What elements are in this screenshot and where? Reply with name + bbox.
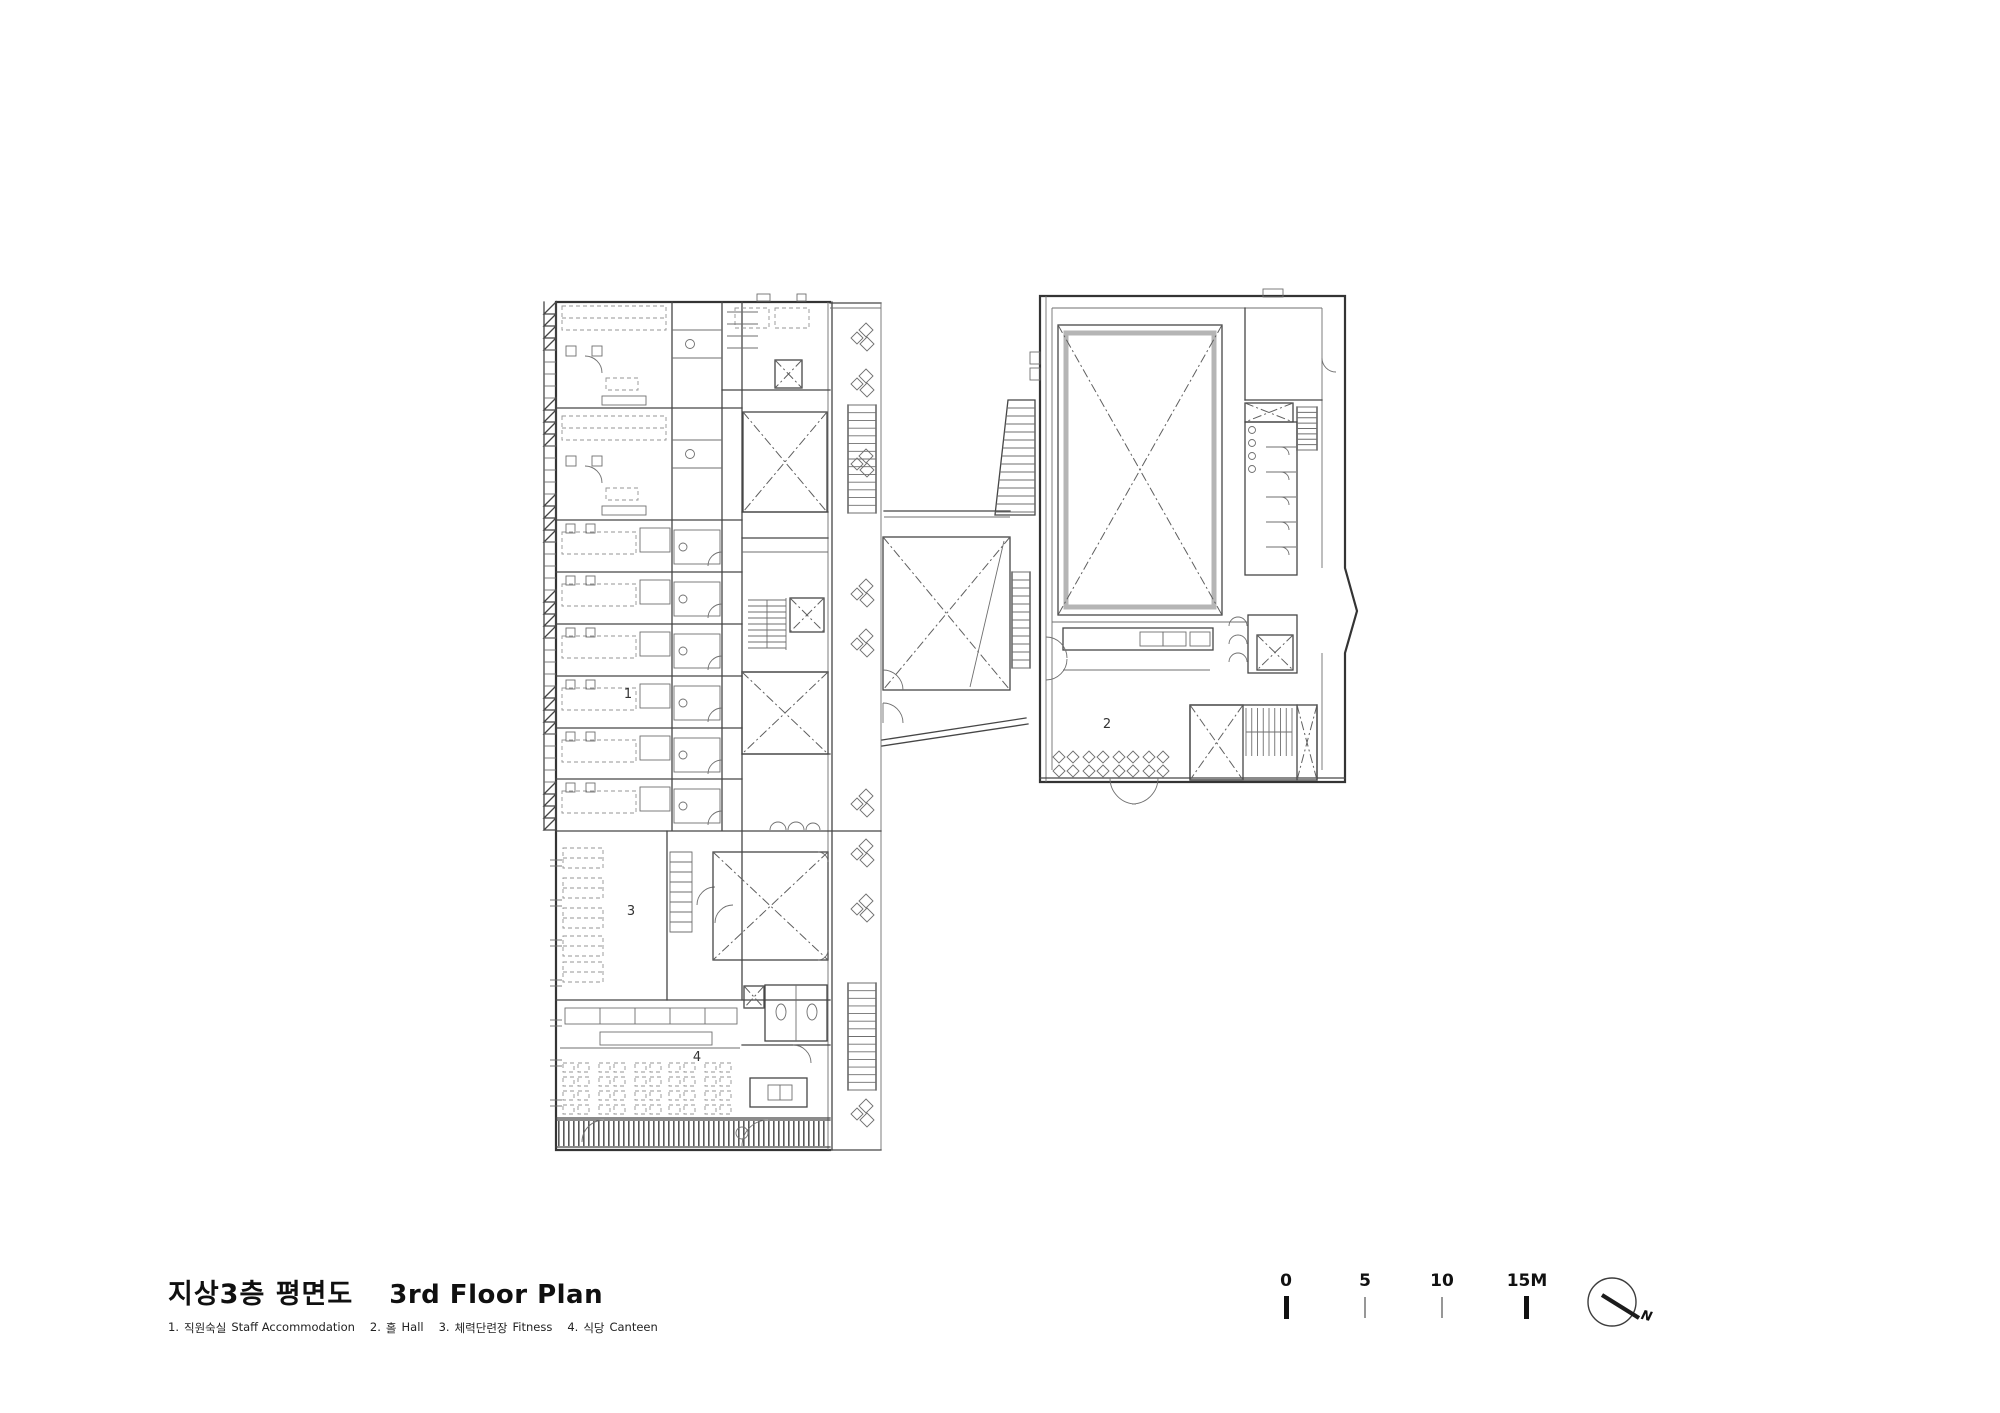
north-arrow-circle [1587, 1277, 1637, 1327]
scale-label-10: 10 [1430, 1271, 1454, 1291]
scale-tick-10 [1441, 1297, 1443, 1318]
room-label-staff-accommodation: 1 [624, 687, 632, 702]
scale-tick-5 [1364, 1297, 1366, 1318]
room-label-fitness: 3 [627, 904, 635, 919]
scale-label-5: 5 [1359, 1271, 1371, 1291]
scale-label-15m: 15M [1506, 1271, 1548, 1291]
north-arrow [1587, 1277, 1641, 1327]
scale-label-0: 0 [1280, 1271, 1292, 1291]
room-label-hall: 2 [1103, 717, 1111, 732]
scale-tick-0 [1284, 1296, 1289, 1319]
sheet-title: 지상3층 평면도 3rd Floor Plan [168, 1272, 658, 1311]
scale-tick-15m [1524, 1296, 1529, 1319]
room-label-canteen: 4 [693, 1050, 701, 1065]
north-arrow-needle [1600, 1293, 1641, 1320]
sheet-title-english: 3rd Floor Plan [389, 1280, 604, 1310]
sheet-title-korean: 지상3층 평면도 [168, 1279, 354, 1310]
